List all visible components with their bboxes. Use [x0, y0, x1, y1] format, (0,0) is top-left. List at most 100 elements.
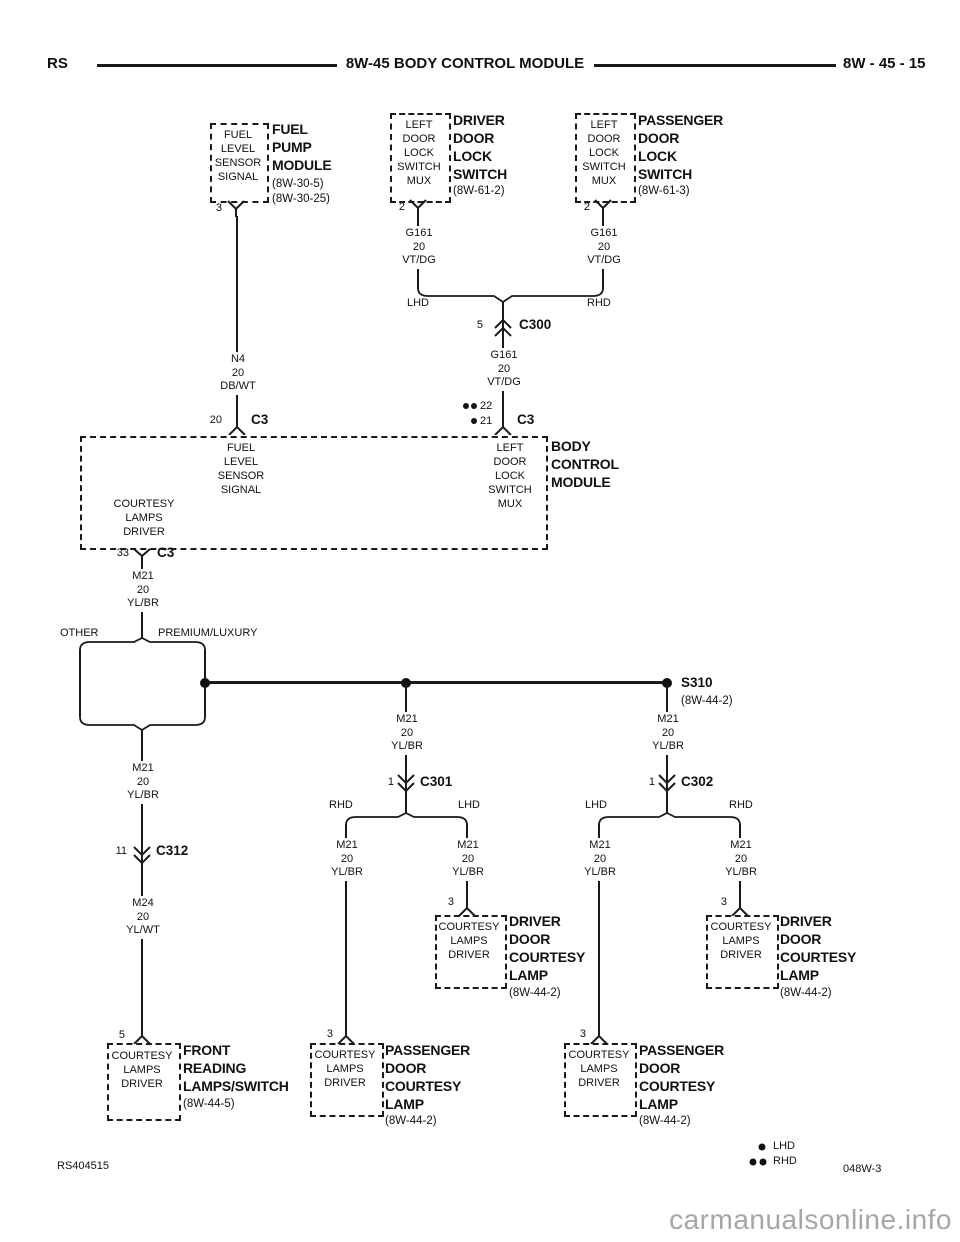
fuel-pump-module-refs: (8W-30-5) (8W-30-25)	[272, 178, 330, 205]
driver-door-courtesy-lamp-c302-terminal: COURTESY LAMPS DRIVER	[710, 921, 772, 962]
c3-lock-pin-lhd: 21	[480, 415, 493, 427]
wire-label-m21-c301: M21 20 YL/BR	[388, 712, 426, 755]
body-control-module-title: BODY CONTROL MODULE	[551, 438, 619, 490]
branch-label-rhd-c302: RHD	[729, 799, 753, 811]
rhd-dot-icon	[749, 1158, 757, 1166]
connector-pin-icon	[409, 199, 427, 216]
branch-label-premium-luxury: PREMIUM/LUXURY	[158, 627, 258, 639]
c312-pin: 11	[115, 845, 127, 857]
bcm-terminal-lock-mux: LEFT DOOR LOCK SWITCH MUX	[488, 442, 532, 511]
inline-connector-icon	[133, 842, 151, 868]
s310-ref: (8W-44-2)	[681, 695, 733, 707]
driver-door-lock-switch-box	[390, 113, 451, 203]
connector-pin-icon	[228, 420, 246, 435]
c3-fuel-name: C3	[251, 412, 269, 427]
branch-label-rhd-top: RHD	[587, 297, 611, 309]
c3-courtesy-name: C3	[157, 545, 175, 560]
passenger-door-courtesy-lamp-c302-title: PASSENGER DOOR COURTESY LAMP	[639, 1042, 725, 1112]
s310-name: S310	[681, 675, 713, 690]
wire-label-m21-c302-rhd: M21 20 YL/BR	[722, 838, 760, 881]
legend-lhd: LHD	[773, 1140, 796, 1152]
driver-door-lock-switch-terminal: LEFT DOOR LOCK SWITCH MUX	[397, 119, 441, 188]
bcm-terminal-fuel-level: FUEL LEVEL SENSOR SIGNAL	[217, 442, 265, 497]
front-reading-lamps-switch-title: FRONT READING LAMPS/SWITCH	[183, 1042, 289, 1094]
connector-pin-icon	[594, 199, 612, 216]
wire-label-m21-bcm: M21 20 YL/BR	[124, 569, 162, 612]
connector-pin-icon	[590, 1029, 608, 1044]
driver-door-lock-switch-pin: 2	[398, 201, 405, 213]
passenger-door-courtesy-lamp-c301-title: PASSENGER DOOR COURTESY LAMP	[385, 1042, 471, 1112]
wire-m21-c302-lhd	[598, 824, 600, 1031]
rhd-dot-icon	[463, 403, 469, 409]
footer-doc-number: RS404515	[57, 1160, 109, 1172]
wire-label-m21-c301-lhd: M21 20 YL/BR	[449, 838, 487, 881]
c3-lock-pin-rhd: 22	[480, 400, 493, 412]
passenger-door-courtesy-lamp-c302-terminal: COURTESY LAMPS DRIVER	[568, 1049, 630, 1090]
passenger-door-courtesy-lamp-c301-box	[310, 1043, 384, 1117]
driver-door-courtesy-lamp-c301-box	[435, 915, 507, 989]
watermark: carmanualsonline.info	[669, 1204, 952, 1235]
merge-brace-top	[417, 287, 604, 303]
wire-n4-vertical	[236, 216, 238, 421]
branch-label-lhd-top: LHD	[407, 297, 430, 309]
passenger-door-courtesy-lamp-c302-box	[564, 1043, 637, 1117]
driver-door-courtesy-lamp-c302-box	[706, 915, 779, 989]
page-title: 8W-45 BODY CONTROL MODULE	[345, 55, 585, 72]
passenger-door-lock-switch-title: PASSENGER DOOR LOCK SWITCH	[638, 112, 724, 182]
branch-label-lhd-c302: LHD	[585, 799, 608, 811]
c300-pin: 5	[476, 319, 483, 331]
split-brace-c302	[598, 812, 741, 826]
wire-label-g161-rhd: G161 20 VT/DG	[584, 226, 624, 269]
driver-door-lock-switch-refs: (8W-61-2)	[453, 185, 505, 197]
front-reading-lamps-switch-refs: (8W-44-5)	[183, 1098, 235, 1110]
passenger-door-lock-switch-terminal: LEFT DOOR LOCK SWITCH MUX	[582, 119, 626, 188]
split-brace-c301	[345, 812, 468, 826]
branch-label-rhd-c301: RHD	[329, 799, 353, 811]
c312-name: C312	[156, 843, 189, 858]
footer-sheet-number: 048W-3	[843, 1163, 882, 1175]
header-rule-right	[594, 64, 836, 67]
wire-label-n4: N4 20 DB/WT	[217, 352, 259, 395]
branch-label-lhd-c301: LHD	[458, 799, 481, 811]
driver-door-courtesy-lamp-c301-terminal: COURTESY LAMPS DRIVER	[438, 921, 500, 962]
bcm-terminal-courtesy: COURTESY LAMPS DRIVER	[113, 498, 175, 539]
wire-label-g161-center: G161 20 VT/DG	[484, 348, 524, 391]
wire-s310-horizontal	[204, 681, 668, 684]
passenger-door-courtesy-lamp-c302-pin: 3	[579, 1028, 586, 1040]
fuel-pump-module-title: FUEL PUMP MODULE	[272, 121, 332, 173]
lhd-dot-icon	[758, 1143, 766, 1151]
wire-label-m21-left: M21 20 YL/BR	[124, 761, 162, 804]
driver-door-courtesy-lamp-c301-title: DRIVER DOOR COURTESY LAMP	[509, 913, 586, 983]
passenger-door-courtesy-lamp-c301-refs: (8W-44-2)	[385, 1115, 437, 1127]
wire-label-g161-lhd: G161 20 VT/DG	[399, 226, 439, 269]
driver-door-courtesy-lamp-c301-pin: 3	[447, 896, 454, 908]
body-control-module-box	[80, 436, 548, 550]
driver-door-lock-switch-title: DRIVER DOOR LOCK SWITCH	[453, 112, 508, 182]
header-page-number: 8W - 45 - 15	[843, 55, 926, 72]
wire-other-branch	[79, 650, 81, 717]
wire-label-m24: M24 20 YL/WT	[123, 896, 163, 939]
legend-rhd: RHD	[773, 1155, 797, 1167]
c302-name: C302	[681, 774, 714, 789]
inline-connector-icon	[397, 770, 415, 796]
lhd-dot-icon	[471, 418, 477, 424]
connector-pin-icon	[227, 200, 245, 217]
connector-pin-icon	[133, 548, 151, 563]
wire-label-m21-c302-lhd: M21 20 YL/BR	[581, 838, 619, 881]
front-reading-pin: 5	[118, 1029, 125, 1041]
fuel-pump-module-box	[210, 123, 269, 203]
driver-door-courtesy-lamp-c302-pin: 3	[720, 896, 727, 908]
wire-m21-c301-rhd	[345, 824, 347, 1031]
passenger-door-courtesy-lamp-c301-pin: 3	[326, 1028, 333, 1040]
c3-courtesy-pin: 33	[116, 547, 129, 559]
c301-pin: 1	[387, 776, 394, 788]
c302-pin: 1	[648, 776, 655, 788]
connector-pin-icon	[337, 1029, 355, 1044]
rhd-dot-icon	[759, 1158, 767, 1166]
header-code: RS	[47, 55, 68, 72]
connector-pin-icon	[731, 901, 749, 916]
wire-label-m21-c301-rhd: M21 20 YL/BR	[328, 838, 366, 881]
header-rule-left	[97, 64, 337, 67]
connector-pin-icon	[133, 1029, 151, 1044]
